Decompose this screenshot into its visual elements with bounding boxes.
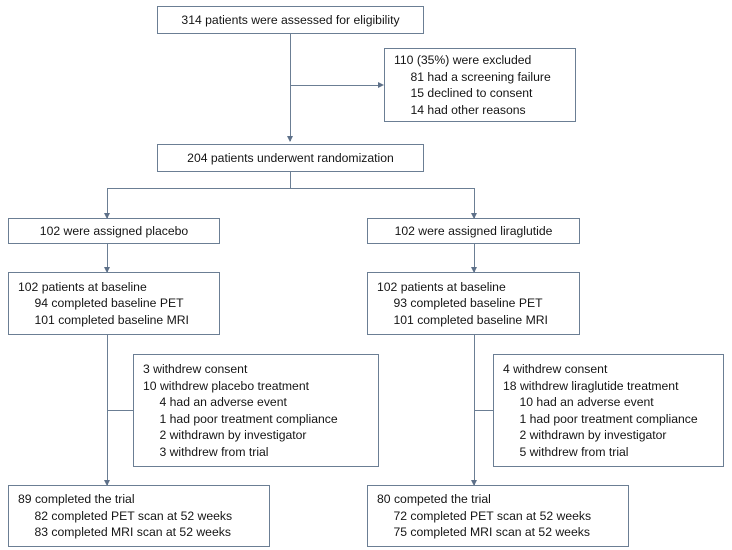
node-completed-placebo-line-2: 83 completed MRI scan at 52 weeks	[34, 525, 231, 540]
node-assigned-liraglutide-line-0: 102 were assigned liraglutide	[394, 223, 553, 238]
node-withdrawals-placebo: 3 withdrew consent 10 withdrew placebo t…	[133, 354, 379, 467]
node-withdrawals-liraglutide-line-0: 4 withdrew consent	[503, 362, 608, 376]
node-baseline-placebo-line-0: 102 patients at baseline	[18, 279, 147, 294]
node-excluded-line-0: 110 (35%) were excluded	[394, 53, 532, 67]
node-assessed-for-eligibility: 314 patients were assessed for eligibili…	[157, 6, 424, 34]
node-completed-liraglutide-line-1: 72 completed PET scan at 52 weeks	[393, 508, 592, 523]
node-withdrawals-liraglutide-line-3: 1 had poor treatment compliance	[519, 411, 698, 426]
node-baseline-placebo-line-2: 101 completed baseline MRI	[34, 312, 189, 327]
node-withdrawals-liraglutide: 4 withdrew consent 18 withdrew liragluti…	[493, 354, 724, 467]
node-withdrawals-placebo-line-3: 1 had poor treatment compliance	[159, 411, 338, 426]
node-randomization-line-0: 204 patients underwent randomization	[187, 150, 394, 165]
connector-randomization-down	[290, 172, 291, 188]
connector-bus-to-liraglutide	[474, 188, 475, 218]
node-completed-liraglutide-line-2: 75 completed MRI scan at 52 weeks	[393, 525, 590, 540]
node-withdrawals-placebo-line-1: 10 withdrew placebo treatment	[143, 378, 309, 393]
node-completed-placebo-line-1: 82 completed PET scan at 52 weeks	[34, 508, 233, 523]
connector-randomization-bus	[107, 188, 474, 189]
node-completed-placebo: 89 completed the trial 82 completed PET …	[8, 485, 270, 547]
arrowhead-to-placebo-baseline	[103, 267, 110, 273]
node-baseline-liraglutide: 102 patients at baseline 93 completed ba…	[367, 272, 580, 335]
arrowhead-to-randomization	[286, 136, 293, 142]
node-baseline-placebo-line-1: 94 completed baseline PET	[34, 296, 184, 311]
connector-to-liraglutide-withdrawals	[474, 410, 493, 411]
arrowhead-to-placebo-arm	[103, 213, 110, 219]
node-excluded-line-3: 14 had other reasons	[410, 102, 526, 117]
node-underwent-randomization: 204 patients underwent randomization	[157, 144, 424, 172]
connector-assessed-to-randomization	[290, 34, 291, 141]
node-excluded-line-2: 15 declined to consent	[410, 86, 533, 100]
arrowhead-to-placebo-completed	[103, 480, 110, 486]
node-baseline-liraglutide-line-1: 93 completed baseline PET	[393, 296, 543, 311]
node-baseline-placebo: 102 patients at baseline 94 completed ba…	[8, 272, 220, 335]
node-assessed-line-0: 314 patients were assessed for eligibili…	[181, 12, 400, 27]
arrowhead-to-liraglutide-baseline	[470, 267, 477, 273]
node-withdrawals-liraglutide-line-4: 2 withdrawn by investigator	[519, 428, 667, 442]
arrowhead-to-liraglutide-arm	[470, 213, 477, 219]
connector-placebo-assigned-to-baseline	[107, 244, 108, 272]
node-withdrawals-liraglutide-line-5: 5 withdrew from trial	[519, 444, 629, 459]
node-excluded: 110 (35%) were excluded 81 had a screeni…	[384, 48, 576, 122]
node-assigned-placebo: 102 were assigned placebo	[8, 218, 220, 244]
node-assigned-liraglutide: 102 were assigned liraglutide	[367, 218, 580, 244]
node-withdrawals-placebo-line-2: 4 had an adverse event	[159, 395, 287, 409]
node-withdrawals-placebo-line-0: 3 withdrew consent	[143, 362, 248, 376]
arrowhead-to-liraglutide-completed	[470, 480, 477, 486]
node-withdrawals-liraglutide-line-2: 10 had an adverse event	[519, 395, 654, 409]
node-withdrawals-placebo-line-5: 3 withdrew from trial	[159, 444, 269, 459]
connector-to-excluded	[290, 85, 378, 86]
node-withdrawals-placebo-line-4: 2 withdrawn by investigator	[159, 428, 307, 442]
node-baseline-liraglutide-line-0: 102 patients at baseline	[377, 279, 506, 294]
node-completed-liraglutide-line-0: 80 competed the trial	[377, 492, 491, 507]
connector-to-placebo-withdrawals	[107, 410, 133, 411]
connector-liraglutide-assigned-to-baseline	[474, 244, 475, 272]
node-withdrawals-liraglutide-line-1: 18 withdrew liraglutide treatment	[503, 378, 679, 393]
node-completed-liraglutide: 80 competed the trial 72 completed PET s…	[367, 485, 629, 547]
node-assigned-placebo-line-0: 102 were assigned placebo	[39, 223, 189, 238]
node-baseline-liraglutide-line-2: 101 completed baseline MRI	[393, 312, 548, 327]
node-completed-placebo-line-0: 89 completed the trial	[18, 492, 135, 507]
node-excluded-line-1: 81 had a screening failure	[410, 69, 551, 84]
connector-bus-to-placebo	[107, 188, 108, 218]
arrowhead-to-excluded	[378, 81, 384, 88]
